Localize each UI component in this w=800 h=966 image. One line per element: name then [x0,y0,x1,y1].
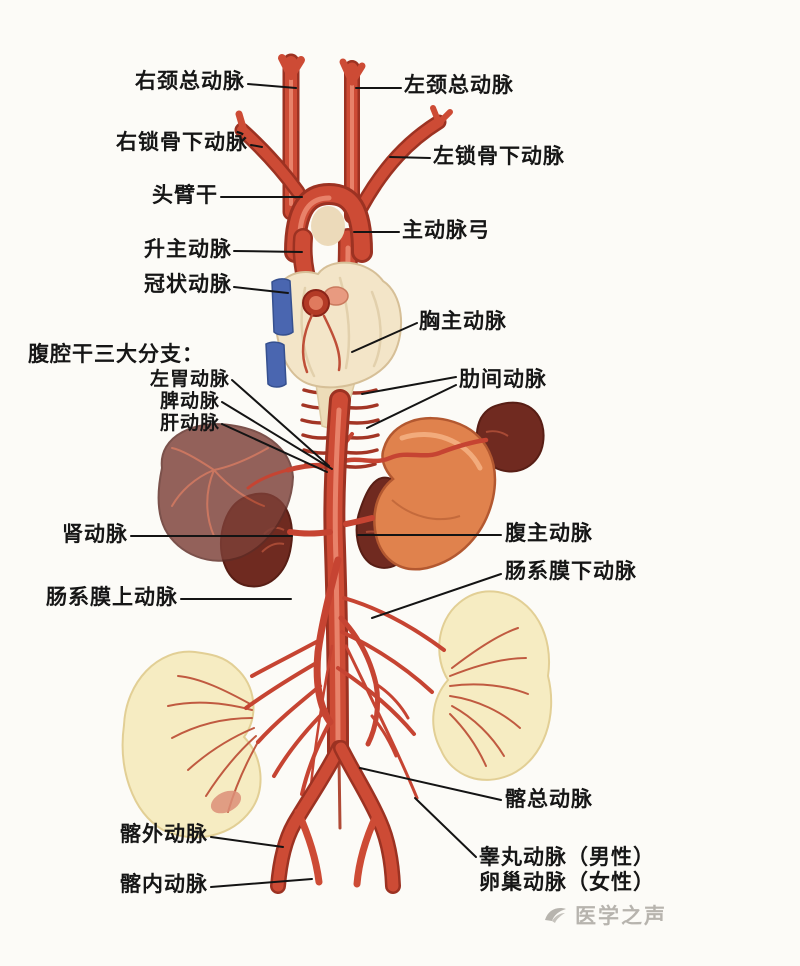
label-common-iliac-artery: 髂总动脉 [505,788,593,811]
label-superior-mesenteric-artery: 肠系膜上动脉 [46,586,178,609]
watermark-wing-icon [543,904,569,926]
vein-stub-shape [265,341,287,388]
label-hepatic-artery: 肝动脉 [159,413,220,434]
label-abdominal-aorta: 腹主动脉 [505,522,593,545]
label-left-gastric-artery: 左胃动脉 [149,369,230,390]
heart-shape [265,261,403,433]
label-brachiocephalic-trunk: 头臂干 [152,184,218,207]
leader-lines [130,83,502,888]
label-coronary-artery: 冠状动脉 [144,273,232,296]
watermark-text: 医学之声 [575,905,667,928]
coronary-arteries-shape [301,313,314,374]
renal-arteries-shape [287,515,375,537]
label-right-common-carotid: 右颈总动脉 [135,70,245,93]
spleen-shape [475,401,545,473]
label-internal-iliac-artery: 髂内动脉 [120,873,208,896]
liver-shape [157,423,295,562]
label-left-common-carotid: 左颈总动脉 [404,74,514,97]
iliac-arteries-shape [270,644,419,894]
label-aortic-arch: 主动脉弓 [402,219,490,242]
intestine-right-shape [432,590,553,781]
label-renal-artery: 肾动脉 [62,523,128,546]
label-external-iliac-artery: 髂外动脉 [120,823,208,846]
label-thoracic-aorta: 胸主动脉 [419,310,507,333]
label-celiac-trunk-header: 腹腔干三大分支： [28,343,204,366]
superior-vena-cava-shape [271,278,294,336]
label-intercostal-artery: 肋间动脉 [459,368,547,391]
label-ovarian-artery-female: 卵巢动脉（女性） [479,871,655,894]
label-inferior-mesenteric-artery: 肠系膜下动脉 [505,560,637,583]
label-right-subclavian: 右锁骨下动脉 [116,131,248,154]
label-testicular-artery-male: 睾丸动脉（男性） [479,846,655,869]
watermark: 医学之声 [543,900,667,930]
label-splenic-artery: 脾动脉 [159,391,220,412]
label-ascending-aorta: 升主动脉 [144,238,232,261]
label-left-subclavian: 左锁骨下动脉 [433,145,565,168]
intestine-left-shape [121,650,262,839]
